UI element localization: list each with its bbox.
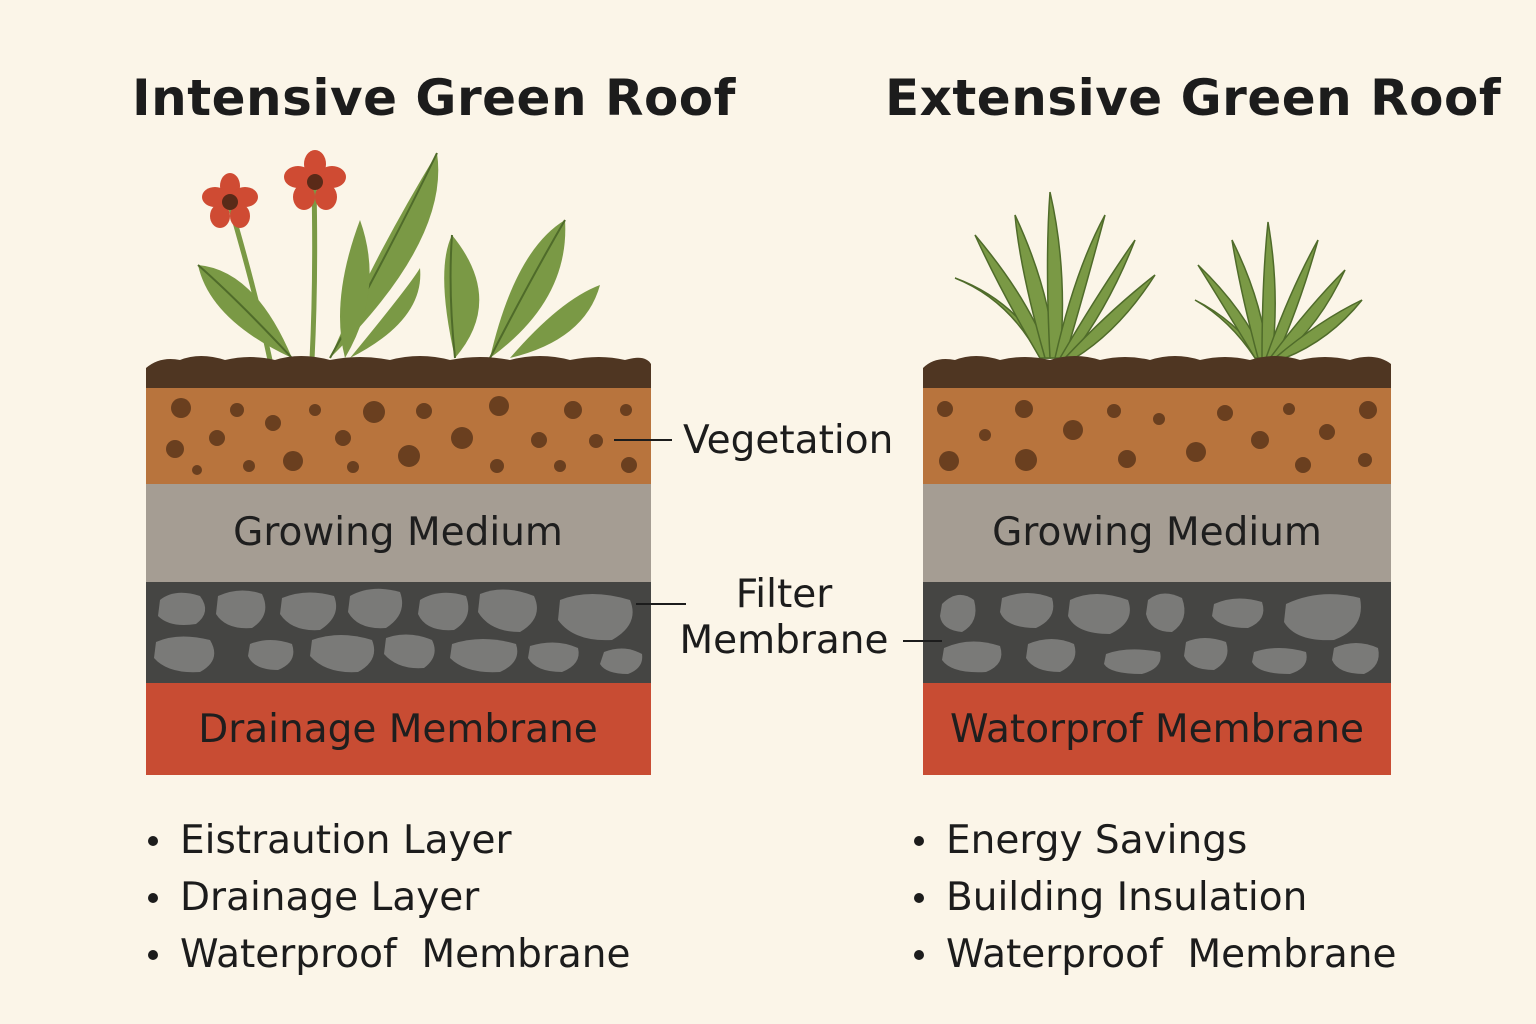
intensive-drainage-membrane-label: Drainage Membrane (198, 707, 598, 752)
extensive-roof-cross-section (923, 191, 1391, 775)
soil-particles (937, 400, 1377, 473)
extensive-roof-title: Extensive Green Roof (885, 69, 1502, 127)
red-flower-icon (284, 150, 346, 210)
list-item-text: Waterproof Membrane (180, 932, 631, 977)
list-item: Drainage Layer (146, 869, 631, 926)
list-item: Waterproof Membrane (912, 926, 1397, 983)
leaf-icon (198, 265, 292, 358)
list-item: Energy Savings (912, 812, 1397, 869)
extensive-growing-medium-label: Growing Medium (992, 510, 1322, 555)
intensive-vegetation (197, 150, 600, 361)
extensive-features-list: Energy Savings Building Insulation Water… (912, 812, 1397, 983)
intensive-roof-cross-section (146, 150, 651, 775)
bullet-icon (914, 950, 924, 960)
leaf-icon (444, 235, 480, 358)
extensive-waterproof-membrane-label: Watorprof Membrane (949, 707, 1365, 752)
red-flower-icon (202, 173, 258, 228)
bullet-icon (148, 893, 158, 903)
intensive-growing-medium-label: Growing Medium (233, 510, 563, 555)
leaf-icon (340, 220, 370, 358)
list-item-text: Eistraution Layer (180, 818, 512, 863)
grass-tuft-icon (954, 191, 1156, 359)
leaf-icon (350, 268, 421, 358)
bullet-icon (148, 836, 158, 846)
leaf-icon (510, 285, 600, 358)
soil-particles (166, 396, 637, 475)
filter-callout-line2: Membrane (679, 618, 889, 663)
list-item: Eistraution Layer (146, 812, 631, 869)
filter-callout-line1: Filter (735, 572, 833, 617)
bullet-icon (914, 836, 924, 846)
list-item-text: Waterproof Membrane (946, 932, 1397, 977)
list-item-text: Building Insulation (946, 875, 1308, 920)
gravel-stones (154, 588, 643, 674)
bullet-icon (914, 893, 924, 903)
list-item: Waterproof Membrane (146, 926, 631, 983)
grass-tuft-icon (1194, 221, 1363, 359)
vegetation-callout: Vegetation (683, 418, 894, 463)
intensive-roof-title: Intensive Green Roof (132, 69, 736, 127)
list-item: Building Insulation (912, 869, 1397, 926)
bullet-icon (148, 950, 158, 960)
filter-membrane-callout: Filter Membrane (677, 572, 891, 664)
gravel-stones (940, 593, 1379, 674)
intensive-features-list: Eistraution Layer Drainage Layer Waterpr… (146, 812, 631, 983)
list-item-text: Energy Savings (946, 818, 1248, 863)
list-item-text: Drainage Layer (180, 875, 480, 920)
